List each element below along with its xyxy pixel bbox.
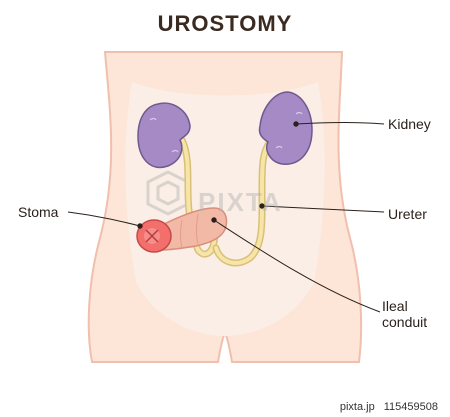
stoma-leader <box>67 211 141 227</box>
ileal-conduit <box>159 207 228 251</box>
watermark-id: 115459508 <box>383 401 438 413</box>
kidney-leader <box>295 122 385 125</box>
label-ureter: Ureter <box>388 206 427 222</box>
watermark-site: pixta.jp <box>339 401 375 413</box>
ureter-leader <box>261 205 385 213</box>
leader-lines <box>67 121 385 313</box>
label-stoma: Stoma <box>18 204 59 220</box>
ureters <box>178 136 274 267</box>
label-kidney: Kidney <box>388 116 431 132</box>
kidney-left <box>258 91 313 165</box>
watermark-brand: PIXTA <box>198 187 283 217</box>
label-ileal-conduit: Ileal conduit <box>382 298 428 330</box>
conduit-leader <box>213 219 381 313</box>
kidney-right <box>137 102 191 169</box>
diagram-title: UROSTOMY <box>157 11 293 36</box>
watermark-footer: pixta.jp 115459508 <box>0 397 450 417</box>
